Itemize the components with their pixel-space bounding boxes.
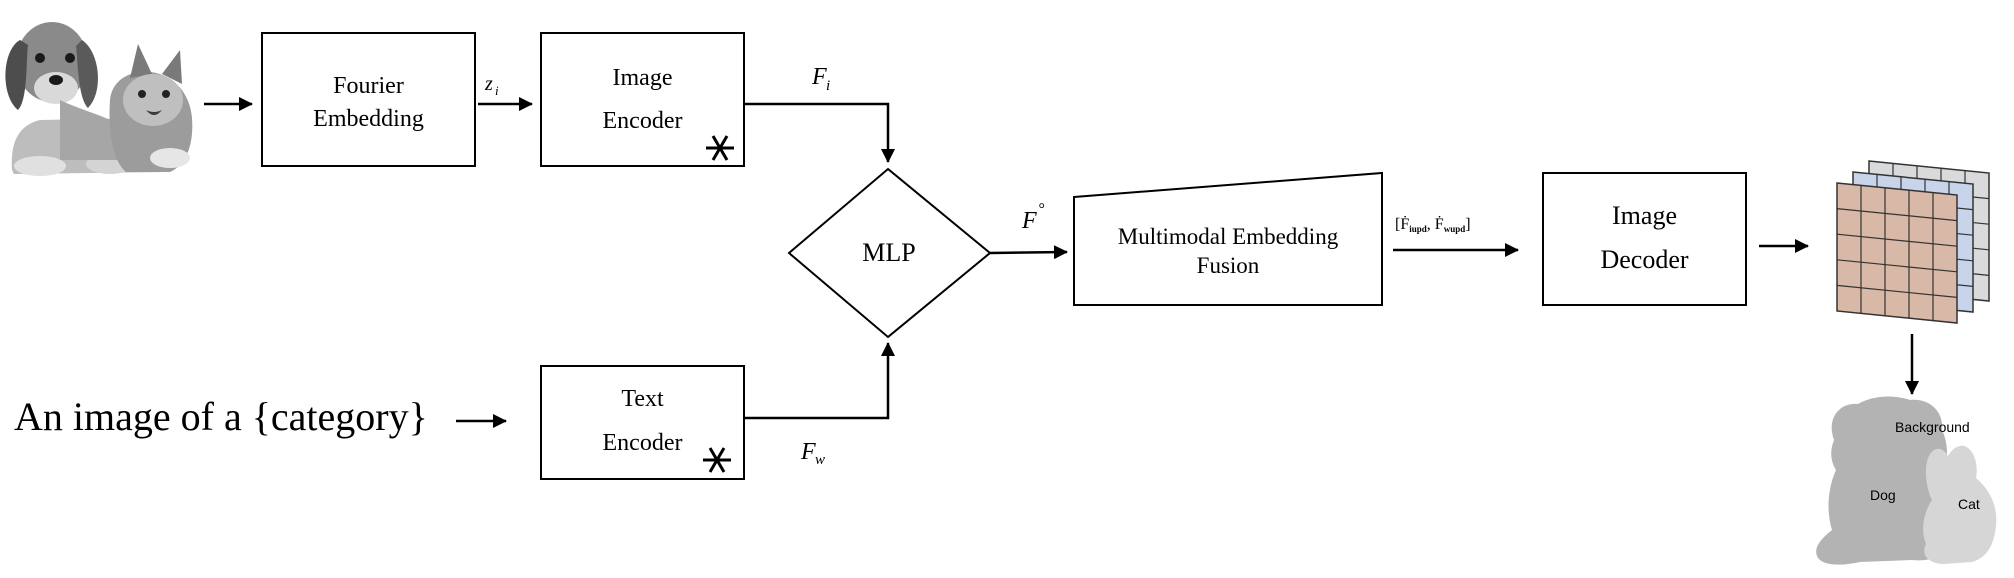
cat-mask	[1923, 445, 1997, 564]
fourier-embedding-title: Fourier	[333, 73, 404, 99]
f-w-symbol: F	[800, 439, 816, 465]
fusion-title: Multimodal Embedding	[1118, 224, 1339, 249]
dog-label: Dog	[1870, 487, 1896, 503]
image-encoder-block: Image Encoder	[540, 32, 745, 167]
arrow-image-features-to-mlp	[744, 102, 895, 163]
f-fused-symbol: F	[1021, 208, 1037, 234]
input-photo	[5, 22, 193, 176]
mlp-block: MLP	[787, 167, 992, 339]
mlp-label: MLP	[862, 238, 915, 267]
text-encoder-title: Text	[621, 386, 664, 412]
background-label: Background	[1895, 419, 1970, 435]
text-prompt: An image of a {category}	[14, 394, 428, 439]
fourier-embedding-block: Fourier Embedding	[261, 32, 476, 167]
segmentation-result: Background Dog Cat	[1816, 396, 1997, 565]
symbol-f-w: F w	[800, 439, 825, 468]
cat-label: Cat	[1958, 496, 1980, 512]
dog-mask	[1816, 396, 1957, 565]
updated-pair-open: [Ḟiupd, Ḟwupd]	[1395, 215, 1471, 234]
f-fused-superscript: °	[1038, 201, 1045, 218]
image-decoder-subtitle: Decoder	[1600, 245, 1688, 274]
f-w-subscript: w	[815, 452, 825, 468]
symbol-f-i: F i	[811, 64, 830, 94]
image-encoder-subtitle: Encoder	[603, 108, 683, 134]
kitten-illustration	[109, 44, 193, 172]
symbol-f-fused: F °	[1021, 201, 1045, 234]
arrow-mlp-to-fusion	[989, 245, 1068, 260]
image-decoder-block: Image Decoder	[1542, 172, 1747, 306]
output-feature-maps	[1836, 160, 1990, 324]
arrow-text-features-to-mlp	[744, 342, 895, 420]
text-encoder-subtitle: Encoder	[603, 430, 683, 456]
image-decoder-title: Image	[1612, 201, 1677, 230]
fusion-subtitle: Fusion	[1197, 253, 1260, 278]
z-i-subscript: i	[495, 83, 499, 98]
text-encoder-block: Text Encoder	[540, 365, 745, 480]
symbol-updated-pair: [Ḟiupd, Ḟwupd]	[1395, 215, 1471, 234]
snowflake-icon	[703, 447, 731, 473]
fourier-embedding-subtitle: Embedding	[313, 106, 424, 132]
f-i-subscript: i	[826, 78, 830, 94]
snowflake-icon	[706, 135, 734, 161]
symbol-z-i: z i	[484, 73, 499, 98]
z-i-symbol: z	[484, 73, 493, 95]
fusion-block: Multimodal Embedding Fusion	[1073, 171, 1383, 306]
f-i-symbol: F	[811, 64, 827, 90]
feature-map-front	[1836, 182, 1958, 324]
image-encoder-title: Image	[613, 65, 673, 91]
